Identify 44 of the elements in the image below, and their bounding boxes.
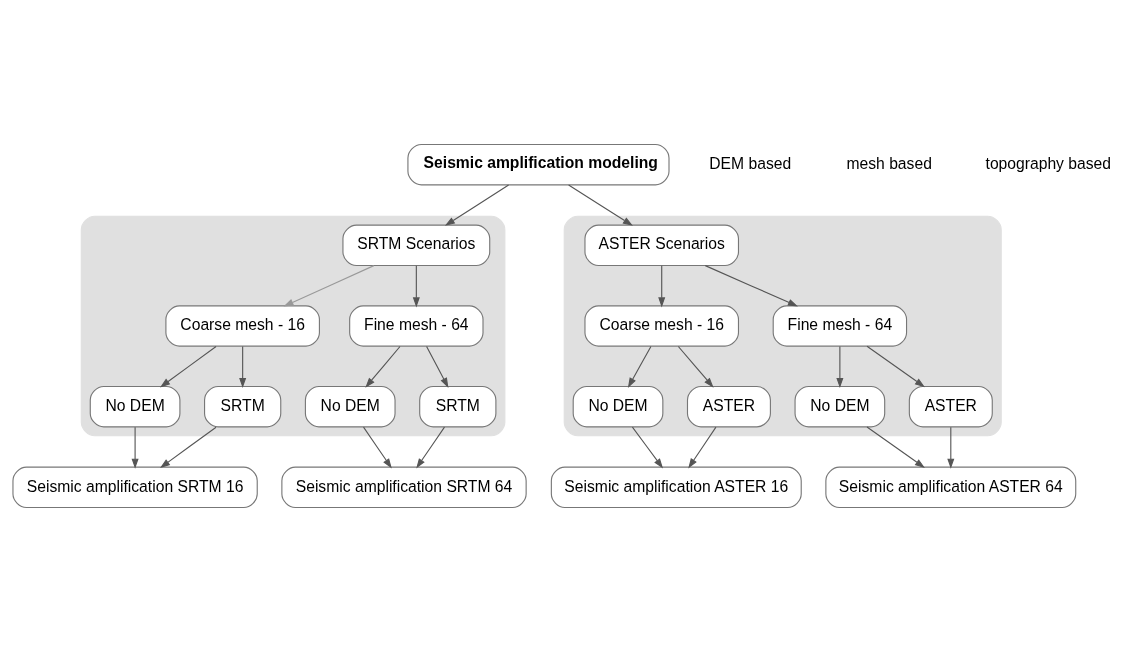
arrow: [627, 345, 652, 388]
node-box: No DEM: [572, 385, 664, 428]
label: DEM based: [709, 154, 792, 172]
node-box: SRTM Scenarios: [342, 224, 491, 267]
arrow: [416, 426, 446, 469]
arrow: [658, 265, 666, 308]
node-box: ASTER: [908, 385, 993, 428]
arrow: [947, 426, 955, 469]
arrow: [866, 345, 925, 388]
arrow: [426, 345, 449, 388]
arrow: [160, 426, 217, 469]
arrow: [283, 265, 375, 307]
arrow: [131, 426, 139, 469]
label: topography based: [985, 154, 1112, 172]
node-box: SRTM: [204, 385, 282, 428]
arrow: [160, 345, 217, 388]
node-box: Seismic amplification SRTM 16: [12, 466, 258, 509]
node-box: SRTM: [419, 385, 497, 428]
arrow: [568, 184, 633, 226]
node-box: Fine mesh - 64: [349, 305, 484, 347]
arrow: [412, 265, 420, 308]
arrow: [704, 265, 798, 307]
arrow: [866, 426, 925, 468]
arrow: [239, 345, 247, 389]
node-box: Seismic amplification SRTM 64: [281, 466, 527, 509]
arrow: [631, 426, 664, 469]
node-box: Coarse mesh - 16: [584, 305, 740, 347]
node-box: Coarse mesh - 16: [165, 305, 320, 347]
arrow: [444, 184, 510, 226]
node-box: Fine mesh - 64: [772, 305, 908, 347]
arrow: [836, 345, 844, 389]
node-box: ASTER: [686, 385, 771, 428]
arrow: [365, 345, 401, 388]
arrow: [688, 426, 717, 469]
node-box: No DEM: [304, 385, 396, 428]
node-box: Seismic amplification modeling: [407, 143, 670, 186]
node-box: ASTER Scenarios: [584, 224, 740, 267]
node-box: Seismic amplification ASTER 16: [550, 466, 802, 509]
arrow: [362, 426, 392, 469]
node-box: Seismic amplification ASTER 64: [825, 466, 1077, 509]
label: mesh based: [846, 154, 932, 172]
arrow: [677, 345, 714, 388]
node-box: No DEM: [89, 385, 181, 428]
node-box: No DEM: [794, 385, 886, 428]
